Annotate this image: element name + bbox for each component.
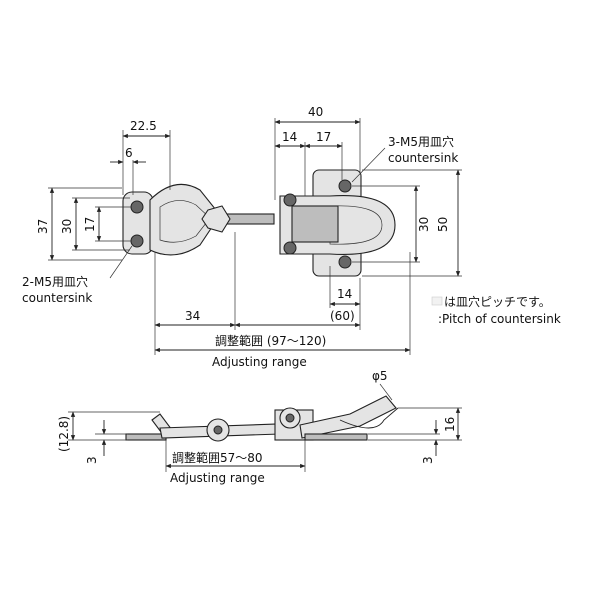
left-hole-label-jp: 2-M5用皿穴 — [22, 274, 88, 289]
range-label-en-side: Adjusting range — [170, 471, 265, 485]
side-lever — [299, 395, 397, 439]
side-view-dimensions: (12.8) 3 16 3 φ5 調整範囲57～80 Adjusting ran… — [57, 369, 462, 485]
pitch-legend-swatch — [431, 296, 443, 306]
right-countersink-bottom — [338, 255, 352, 269]
range-label-jp-top: 調整範囲 (97～120) — [215, 333, 326, 348]
dim-14-top: 14 — [282, 130, 297, 144]
side-dim-phi5: φ5 — [372, 369, 388, 383]
dim-60: (60) — [330, 309, 355, 323]
side-dim-3-left: 3 — [85, 456, 99, 464]
left-countersink-top — [130, 200, 144, 214]
dim-30-left: 30 — [60, 219, 74, 234]
side-bail — [339, 407, 399, 429]
pitch-legend: は皿穴ピッチです。 :Pitch of countersink — [431, 294, 561, 326]
dim-34: 34 — [185, 309, 200, 323]
range-label-jp-side: 調整範囲57～80 — [172, 450, 263, 465]
dim-14-bottom: 14 — [337, 287, 352, 301]
top-view-part — [122, 169, 396, 277]
dim-17-left: 17 — [83, 217, 97, 232]
hex-nut — [201, 205, 231, 233]
top-view-dimensions: 22.5 6 40 14 17 37 30 17 30 50 — [22, 105, 462, 369]
range-label-en-top: Adjusting range — [212, 355, 307, 369]
pivot-bottom — [283, 241, 297, 255]
right-hole-label-jp: 3-M5用皿穴 — [388, 134, 454, 149]
dim-40: 40 — [308, 105, 323, 119]
dim-37: 37 — [36, 219, 50, 234]
dim-22-5: 22.5 — [130, 119, 157, 133]
right-hole-label-en: countersink — [388, 151, 458, 165]
pivot-top — [283, 193, 297, 207]
left-hole-label-en: countersink — [22, 291, 92, 305]
dim-50: 50 — [436, 217, 450, 232]
side-dim-3-right: 3 — [421, 456, 435, 464]
pitch-legend-en: :Pitch of countersink — [438, 312, 561, 326]
dim-30-right: 30 — [417, 217, 431, 232]
pitch-legend-jp: は皿穴ピッチです。 — [444, 294, 551, 309]
dim-17-top: 17 — [316, 130, 331, 144]
dim-6: 6 — [125, 146, 133, 160]
left-countersink-bottom — [130, 234, 144, 248]
side-dim-12-8: (12.8) — [57, 416, 71, 452]
hook-loop — [149, 183, 221, 256]
side-right-plate — [304, 433, 368, 441]
lever-body — [291, 205, 339, 243]
right-countersink-top — [338, 179, 352, 193]
side-view-part — [125, 395, 399, 442]
side-dim-16: 16 — [443, 417, 457, 432]
side-left-plate — [125, 433, 167, 441]
